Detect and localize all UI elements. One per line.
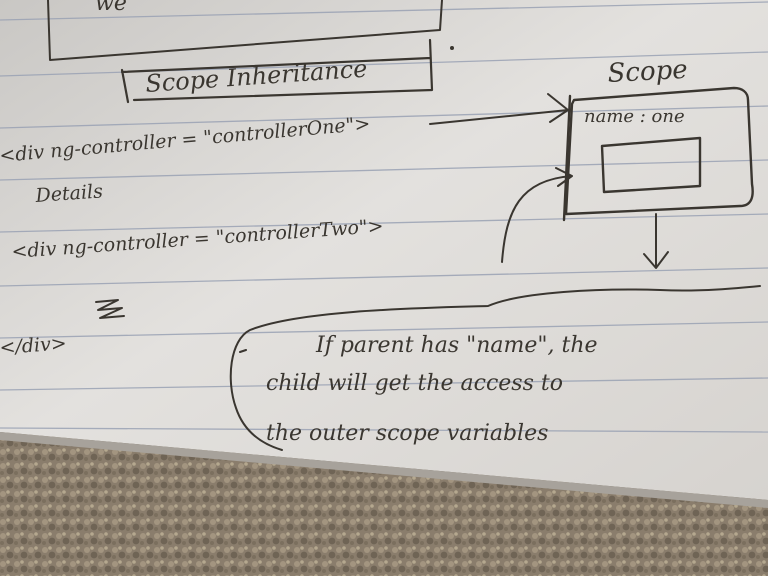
scope-inner-box xyxy=(600,136,702,194)
scope-left-bar xyxy=(562,94,572,222)
arrow-controller-two xyxy=(501,167,573,263)
heading-box xyxy=(120,38,434,104)
notebook-page xyxy=(0,0,768,500)
explanation-line-2: child will get the access to xyxy=(266,371,563,396)
top-box-outline xyxy=(47,0,443,61)
top-fragment-text: we xyxy=(95,0,127,16)
squiggle-mark xyxy=(95,299,125,319)
scope-label: Scope xyxy=(607,55,689,89)
scope-outer-box xyxy=(564,86,754,216)
explanation-bubble xyxy=(229,285,761,451)
ruled-lines xyxy=(0,1,768,433)
scope-property: name : one xyxy=(584,106,685,127)
page-edge-shadow xyxy=(0,432,768,508)
explanation-line-3: the outer scope variables xyxy=(266,421,548,446)
heading-dot xyxy=(450,46,454,50)
arrow-controller-one xyxy=(429,93,569,125)
explanation-line-1: If parent has "name", the xyxy=(315,333,598,358)
closing-div-line: </div> xyxy=(0,332,67,359)
details-line: Details xyxy=(34,180,104,207)
scope-down-arrow xyxy=(643,213,669,269)
